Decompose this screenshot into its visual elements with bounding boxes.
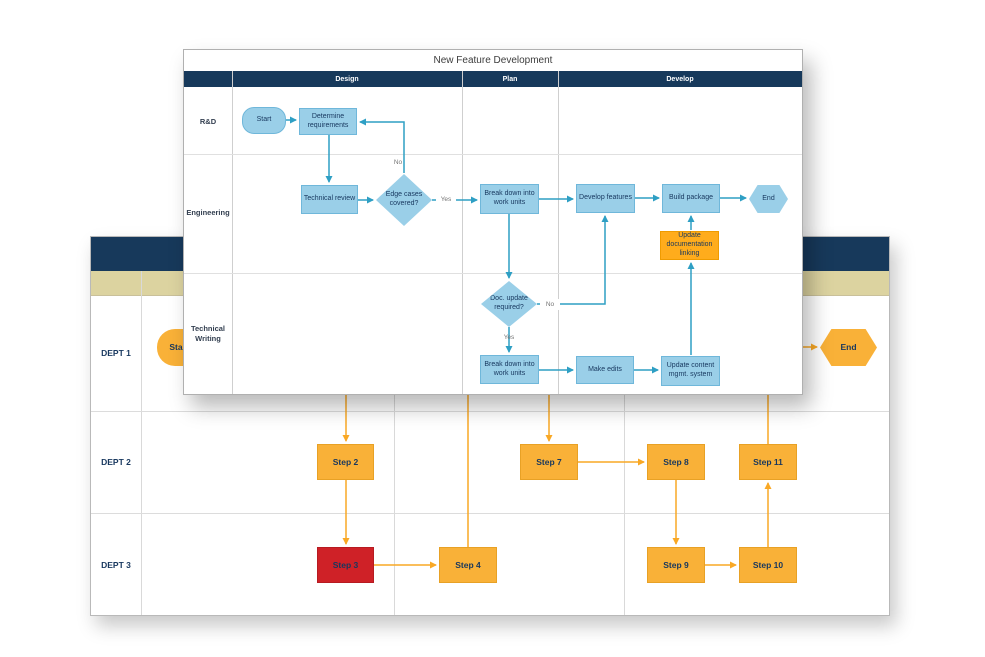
back-phase-divider-2 [624, 271, 625, 615]
lane-label-engineering: Engineering [186, 207, 230, 217]
front-title-bar: New Feature Development [184, 50, 802, 72]
node-develop-features[interactable]: Develop features [576, 184, 635, 213]
node-technical-review[interactable]: Technical review [301, 185, 358, 214]
node-doc-update-required[interactable]: Doc. update required? [481, 281, 537, 327]
edge-label-no-docupdate: No [540, 299, 560, 310]
phase-header-plan: Plan [502, 75, 518, 83]
node-edge-cases-covered[interactable]: Edge cases covered? [376, 174, 432, 226]
front-lane-column-divider [232, 71, 233, 394]
lane-label-dept2: DEPT 2 [101, 457, 131, 467]
edge-label-no-edgecases: No [393, 159, 403, 166]
node-step7[interactable]: Step 7 [520, 444, 578, 480]
lane-label-dept3: DEPT 3 [101, 560, 131, 570]
node-step2[interactable]: Step 2 [317, 444, 374, 480]
front-phase-band [184, 71, 802, 87]
node-breakdown-work-units-tw[interactable]: Break down into work units [480, 355, 539, 384]
lane-label-dept1: DEPT 1 [101, 348, 131, 358]
node-step4[interactable]: Step 4 [439, 547, 497, 583]
front-flowchart-panel: New Feature Development Design Plan Deve… [183, 49, 803, 395]
back-lane-column-divider [141, 271, 142, 615]
phase-header-design: Design [335, 75, 359, 83]
front-connectors [286, 116, 747, 374]
node-start[interactable]: Start [242, 107, 286, 134]
edge-label-yes-docupdate: Yes [503, 334, 515, 341]
edge-label-yes-edgecases: Yes [436, 194, 456, 205]
back-phase-divider-1 [394, 271, 395, 615]
node-end[interactable]: End [749, 185, 788, 213]
node-update-content-mgmt-system[interactable]: Update content mgmt. system [661, 356, 720, 386]
lane-label-rnd: R&D [199, 116, 217, 126]
front-phase-divider-2 [558, 71, 559, 394]
node-step8[interactable]: Step 8 [647, 444, 705, 480]
node-step11[interactable]: Step 11 [739, 444, 797, 480]
node-step3[interactable]: Step 3 [317, 547, 374, 583]
front-lane-divider-2 [184, 273, 802, 274]
node-update-documentation-linking[interactable]: Update documentation linking [660, 231, 719, 260]
back-lane-divider-2 [91, 513, 889, 514]
lane-label-technical-writing: Technical Writing [190, 324, 226, 343]
node-make-edits[interactable]: Make edits [576, 356, 634, 384]
back-lane-divider-1 [91, 411, 889, 412]
phase-header-develop: Develop [666, 75, 694, 83]
node-breakdown-work-units-eng[interactable]: Break down into work units [480, 184, 539, 214]
node-build-package[interactable]: Build package [662, 184, 720, 213]
node-back-end[interactable]: End [820, 329, 877, 366]
node-step9[interactable]: Step 9 [647, 547, 705, 583]
node-determine-requirements[interactable]: Determine requirements [299, 108, 357, 135]
front-lane-divider-1 [184, 154, 802, 155]
front-phase-divider-1 [462, 71, 463, 394]
chart-title: New Feature Development [433, 55, 553, 66]
node-step10[interactable]: Step 10 [739, 547, 797, 583]
